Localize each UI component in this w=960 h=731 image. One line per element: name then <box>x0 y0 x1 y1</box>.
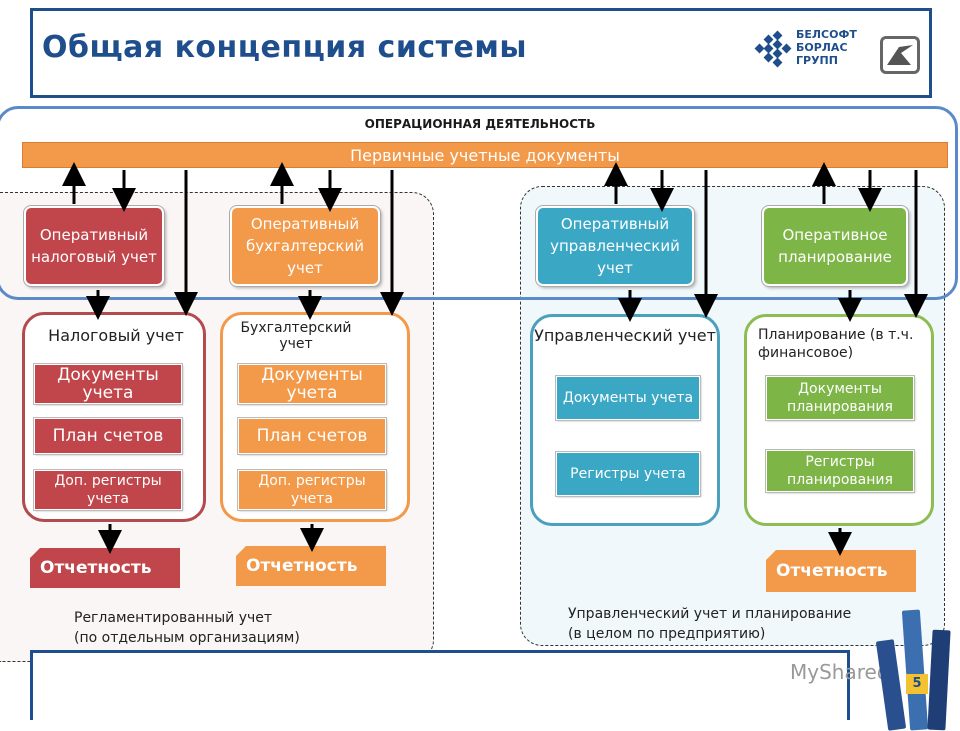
page-title: Общая концепция системы <box>42 30 528 65</box>
management-registers-box: Регистры учета <box>556 452 700 496</box>
left-caption: Регламентированный учет (по отдельным ор… <box>74 608 300 648</box>
tax-group-title: Налоговый учет <box>48 326 184 345</box>
right-caption-line-1: Управленческий учет и планирование <box>568 606 852 622</box>
left-caption-line-1: Регламентированный учет <box>74 610 273 626</box>
tax-report-box: Отчетность <box>30 548 180 588</box>
operational-tax-label: Оперативный налоговый учет <box>31 226 157 266</box>
partner-logo-icon <box>880 36 920 74</box>
bookkeeping-registers-box: Доп. регистры учета <box>238 470 386 510</box>
logo-line-1: БЕЛСОФТ <box>796 28 857 41</box>
planning-docs-box: Документы планирования <box>766 376 914 420</box>
bookkeeping-docs-box: Документы учета <box>238 364 386 404</box>
logo-line-2: БОРЛАС <box>796 41 848 54</box>
planning-registers-box: Регистры планирования <box>766 450 914 492</box>
left-caption-line-2: (по отдельным организациям) <box>74 630 300 646</box>
right-caption-line-2: (в целом по предприятию) <box>568 626 766 642</box>
tax-registers-box: Доп. регистры учета <box>34 470 182 510</box>
page-number: 5 <box>906 674 928 694</box>
operational-planning-box: Оперативное планирование <box>762 206 908 286</box>
bookkeeping-report-box: Отчетность <box>236 546 386 586</box>
planning-report-box: Отчетность <box>766 550 916 592</box>
operational-accounting-label: Оперативный бухгалтерский учет <box>246 215 364 277</box>
operational-management-label: Оперативный управленческий учет <box>550 215 680 277</box>
logo-line-3: ГРУПП <box>796 54 838 67</box>
operational-planning-label: Оперативное планирование <box>778 226 892 266</box>
tax-chart-of-accounts-box: План счетов <box>34 418 182 454</box>
company-logo-text: БЕЛСОФТ БОРЛАС ГРУПП <box>796 28 857 67</box>
operations-frame <box>0 106 958 300</box>
operational-tax-box: Оперативный налоговый учет <box>24 206 164 286</box>
bookkeeping-chart-of-accounts-box: План счетов <box>238 418 386 454</box>
management-group-title: Управленческий учет <box>534 326 716 345</box>
bookkeeping-group-title: Бухгалтерский учет <box>240 320 352 352</box>
right-caption: Управленческий учет и планирование (в це… <box>568 604 851 644</box>
operational-accounting-box: Оперативный бухгалтерский учет <box>230 206 380 286</box>
operational-management-box: Оперативный управленческий учет <box>536 206 694 286</box>
watermark-text: MyShared <box>790 660 890 684</box>
primary-documents-bar: Первичные учетные документы <box>22 142 948 168</box>
operations-label: ОПЕРАЦИОННАЯ ДЕЯТЕЛЬНОСТЬ <box>364 117 596 131</box>
management-docs-box: Документы учета <box>556 376 700 420</box>
footer-frame <box>30 650 850 720</box>
tax-docs-box: Документы учета <box>34 364 182 404</box>
planning-group-title: Планирование (в т.ч. финансовое) <box>758 327 914 361</box>
